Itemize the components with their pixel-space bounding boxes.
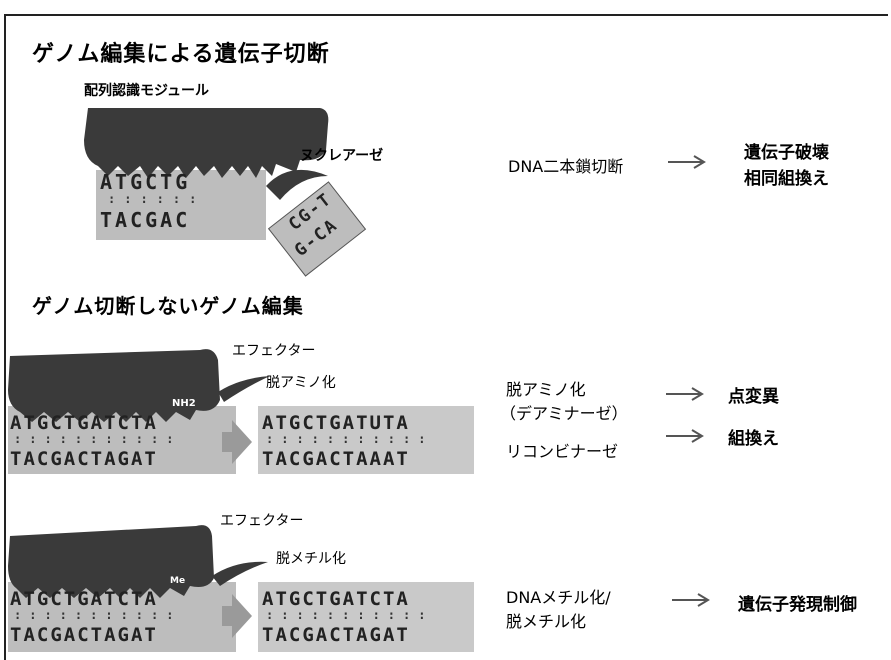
sec2-output-box (258, 406, 474, 474)
sec2-out-bonds: ::::::::::: (266, 432, 434, 446)
sec1-mechanism: DNA二本鎖切断 (508, 157, 624, 176)
sec2-enzyme-label: 脱アミノ化 (266, 375, 336, 391)
sec1-result-2: 相同組換え (744, 169, 829, 189)
sec3-dna-bottom: TACGACTAGAT (10, 624, 158, 646)
nuclease-label: ヌクレアーゼ (300, 148, 384, 164)
sec3-out-bottom: TACGACTAGAT (262, 624, 410, 646)
sec1-dna-bottom: TACGAC (100, 208, 191, 232)
sec3-mech-1: DNAメチル化/ (506, 588, 611, 607)
sec2-out-bottom: TACGACTAAAT (262, 448, 410, 470)
sec1-dna-box (96, 170, 266, 240)
sec3-dna-bonds: ::::::::::: (14, 608, 182, 622)
sec3-result: 遺伝子発現制御 (738, 595, 857, 615)
sec3-out-bonds: ::::::::::: (266, 608, 434, 622)
sec2-protein-shape (8, 349, 220, 422)
sec2-dna-bottom: TACGACTAGAT (10, 448, 158, 470)
sec2-result-arrow-1 (666, 387, 704, 401)
sec2-result-2: 組換え (728, 429, 779, 449)
sec2-effector-arm (218, 376, 270, 402)
sec3-transform-arrow (222, 594, 252, 638)
sec3-protein-shape (8, 525, 214, 598)
sec2-dna-top: ATGCTGATCTA (10, 412, 158, 434)
sec2-dna-bonds: ::::::::::: (14, 432, 182, 446)
sec3-enzyme-label: 脱メチル化 (276, 551, 346, 567)
sec1-dna-bonds: :::::: (108, 192, 206, 206)
section2-title: ゲノム切断しないゲノム編集 (32, 294, 304, 318)
sec2-effector-label: エフェクター (232, 343, 316, 359)
sec2-result-1: 点変異 (728, 387, 779, 407)
diagram-frame (4, 14, 888, 660)
sec3-result-arrow (672, 593, 710, 607)
diagram-title: ゲノム編集による遺伝子切断 (32, 42, 330, 67)
sec2-mod-tag: NH2 (172, 398, 196, 409)
sec1-protein-shape (84, 108, 329, 178)
sec3-mech-2: 脱メチル化 (506, 612, 587, 631)
module-label: 配列認識モジュール (84, 83, 210, 99)
sec2-mech-2: リコンビナーゼ (506, 442, 619, 461)
sec1-result-1: 遺伝子破壊 (744, 143, 829, 163)
sec3-output-box (258, 582, 474, 652)
sec3-dna-top: ATGCTGATCTA (10, 588, 158, 610)
sec2-out-top: ATGCTGATUTA (262, 412, 410, 434)
sec1-cut-fragment (267, 181, 367, 277)
sec2-mech-1b: （デアミナーゼ） (500, 404, 628, 423)
sec3-out-top: ATGCTGATCTA (262, 588, 410, 610)
sec2-transform-arrow (222, 420, 252, 464)
sec2-result-arrow-2 (666, 429, 704, 443)
sec3-effector-arm (212, 561, 268, 586)
sec3-mod-tag: Me (170, 576, 186, 586)
sec1-nuclease-arm (266, 169, 328, 200)
sec3-effector-label: エフェクター (220, 513, 304, 529)
sec1-result-arrow (668, 155, 706, 169)
sec2-mech-1: 脱アミノ化 (506, 380, 586, 399)
sec1-dna-top: ATGCTG (100, 170, 191, 194)
